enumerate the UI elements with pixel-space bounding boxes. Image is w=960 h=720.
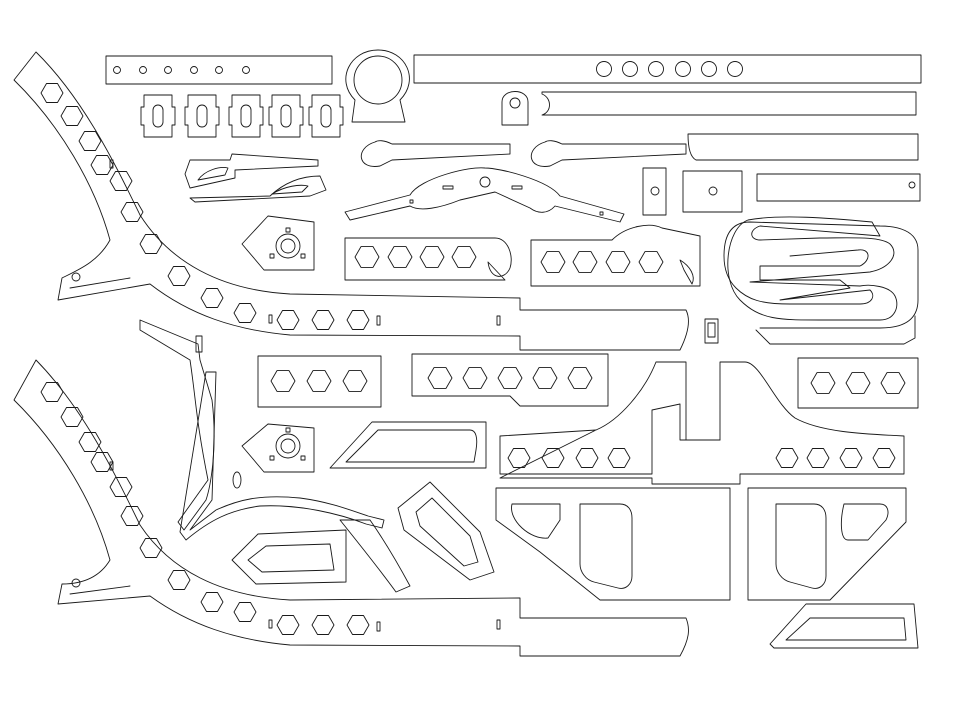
hexagon-cutout bbox=[120, 506, 144, 526]
curved-frame-arm-bottom bbox=[13, 359, 689, 657]
hexagon-cutout bbox=[306, 370, 332, 392]
spacer-slot bbox=[240, 104, 252, 128]
hexagon-cutout bbox=[427, 367, 453, 389]
slot-spacer-row bbox=[140, 94, 344, 138]
slot-spacer bbox=[268, 94, 304, 138]
round-hole-bar-short bbox=[105, 55, 333, 85]
hexagon-cutout bbox=[451, 246, 477, 268]
hexagon-cutout bbox=[60, 407, 84, 427]
hexagon-cutout bbox=[872, 448, 896, 468]
hexagon-cutout bbox=[497, 367, 523, 389]
curved-frame-arm-top bbox=[13, 51, 689, 351]
hexagon-cutout bbox=[167, 266, 191, 286]
small-brackets bbox=[139, 319, 495, 593]
slot-spacer bbox=[308, 94, 344, 138]
hexagon-cutout bbox=[575, 448, 599, 468]
hexagon-cutout bbox=[775, 448, 799, 468]
hexagon-cutout bbox=[109, 477, 133, 497]
slot-spacer bbox=[140, 94, 176, 138]
hexagon-cutout bbox=[346, 310, 370, 330]
hexagon-cutout bbox=[880, 372, 906, 394]
hexagon-cutout bbox=[139, 234, 163, 254]
hexagon-cutout bbox=[276, 615, 300, 635]
folding-linkage bbox=[344, 167, 625, 223]
hexagon-cutout bbox=[109, 171, 133, 191]
hexagon-cutout bbox=[532, 367, 558, 389]
hexagon-cutout bbox=[572, 251, 598, 273]
hexagon-cutout bbox=[233, 602, 257, 622]
hexagon-cutout bbox=[845, 372, 871, 394]
hexagon-cutout bbox=[462, 367, 488, 389]
hexagon-cutout bbox=[90, 155, 114, 175]
pocketed-side-panels bbox=[495, 487, 919, 649]
hexagon-cutout bbox=[810, 372, 836, 394]
hexagon-cutout bbox=[311, 615, 335, 635]
hexagon-cutout bbox=[200, 592, 224, 612]
hexagon-cutout bbox=[567, 367, 593, 389]
hexagon-cutout bbox=[233, 303, 257, 323]
hexagon-cutout bbox=[507, 448, 531, 468]
spacer-slot bbox=[196, 104, 208, 128]
hexagon-cutout bbox=[40, 382, 64, 402]
hexagon-cutout bbox=[276, 310, 300, 330]
hexagon-cutout bbox=[40, 83, 64, 103]
slot-spacer bbox=[228, 94, 264, 138]
hexagon-cutout bbox=[387, 246, 413, 268]
slotted-strips bbox=[501, 91, 921, 344]
hexagon-cutout bbox=[200, 288, 224, 308]
hexagon-cutout bbox=[139, 538, 163, 558]
hexagon-cutout bbox=[346, 615, 370, 635]
hexagon-cutout bbox=[354, 246, 380, 268]
round-clamp-ring bbox=[345, 49, 410, 123]
hexagon-cutout bbox=[167, 570, 191, 590]
hexagon-cutout bbox=[839, 448, 863, 468]
hexagon-rails bbox=[257, 224, 919, 468]
hexagon-cutout bbox=[638, 251, 664, 273]
slot-spacer bbox=[184, 94, 220, 138]
spacer-slot bbox=[152, 104, 164, 128]
spacer-slot bbox=[280, 104, 292, 128]
hexagon-cutout bbox=[78, 131, 102, 151]
spacer-slot bbox=[320, 104, 332, 128]
hexagon-cutout bbox=[78, 432, 102, 452]
hexagon-cutout bbox=[419, 246, 445, 268]
motor-mount-plates bbox=[241, 215, 315, 473]
hexagon-cutout bbox=[540, 251, 566, 273]
hexagon-cutout bbox=[311, 310, 335, 330]
hexagon-cutout bbox=[605, 251, 631, 273]
hexagon-cutout bbox=[90, 452, 114, 472]
hexagon-cutout bbox=[270, 370, 296, 392]
hook-levers bbox=[184, 140, 687, 203]
hexagon-cutout bbox=[60, 106, 84, 126]
round-hole-bar-long bbox=[413, 54, 922, 84]
serpentine-spring bbox=[723, 216, 919, 345]
hexagon-cutout bbox=[342, 370, 368, 392]
center-chassis-plate bbox=[499, 361, 905, 485]
hexagon-cutout bbox=[607, 448, 631, 468]
hexagon-cutout bbox=[120, 202, 144, 222]
hexagon-cutout bbox=[806, 448, 830, 468]
